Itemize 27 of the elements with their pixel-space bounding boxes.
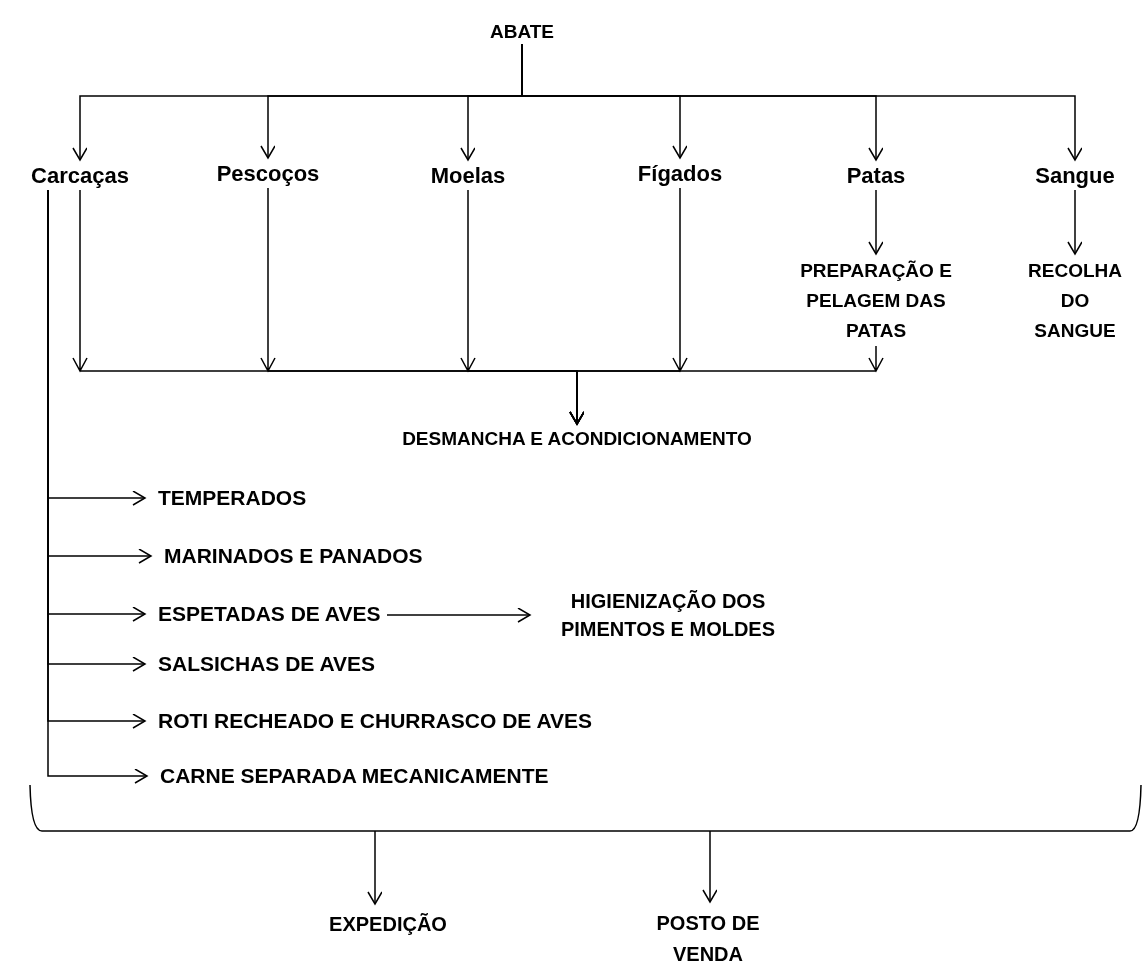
step-label: Moelas: [413, 162, 523, 190]
step-label: SALSICHAS DE AVES: [158, 651, 376, 677]
step-label: ROTI RECHEADO E CHURRASCO DE AVES: [158, 708, 593, 734]
step-label: Patas: [831, 162, 921, 190]
step-label: Pescoços: [198, 160, 338, 188]
step-label: Carcaças: [5, 162, 155, 190]
step-label: EXPEDIÇÃO: [303, 910, 473, 938]
arrow: [386, 607, 531, 623]
step-label: MARINADOS E PANADOS: [164, 543, 423, 569]
bracket: [29, 784, 1142, 832]
step-label: ESPETADAS DE AVES: [158, 601, 381, 627]
step-label: POSTO DE VENDA: [628, 908, 788, 970]
arrow: [1067, 189, 1083, 255]
step-label: DESMANCHA E ACONDICIONAMENTO: [337, 426, 817, 452]
arrow: [367, 830, 383, 905]
arrow: [569, 345, 884, 425]
step-label: HIGIENIZAÇÃO DOS PIMENTOS E MOLDES: [534, 587, 802, 643]
step-label: RECOLHA DO SANGUE: [1025, 256, 1125, 346]
step-label: Sangue: [1020, 162, 1130, 190]
step-label: TEMPERADOS: [158, 485, 307, 511]
arrow: [702, 830, 718, 903]
arrow: [868, 189, 884, 255]
arrow: [521, 43, 1083, 161]
step-label: PREPARAÇÃO E PELAGEM DAS PATAS: [786, 256, 966, 346]
step-label: ABATE: [472, 20, 572, 44]
step-label: CARNE SEPARADA MECANICAMENTE: [160, 763, 549, 789]
step-label: Fígados: [620, 160, 740, 188]
